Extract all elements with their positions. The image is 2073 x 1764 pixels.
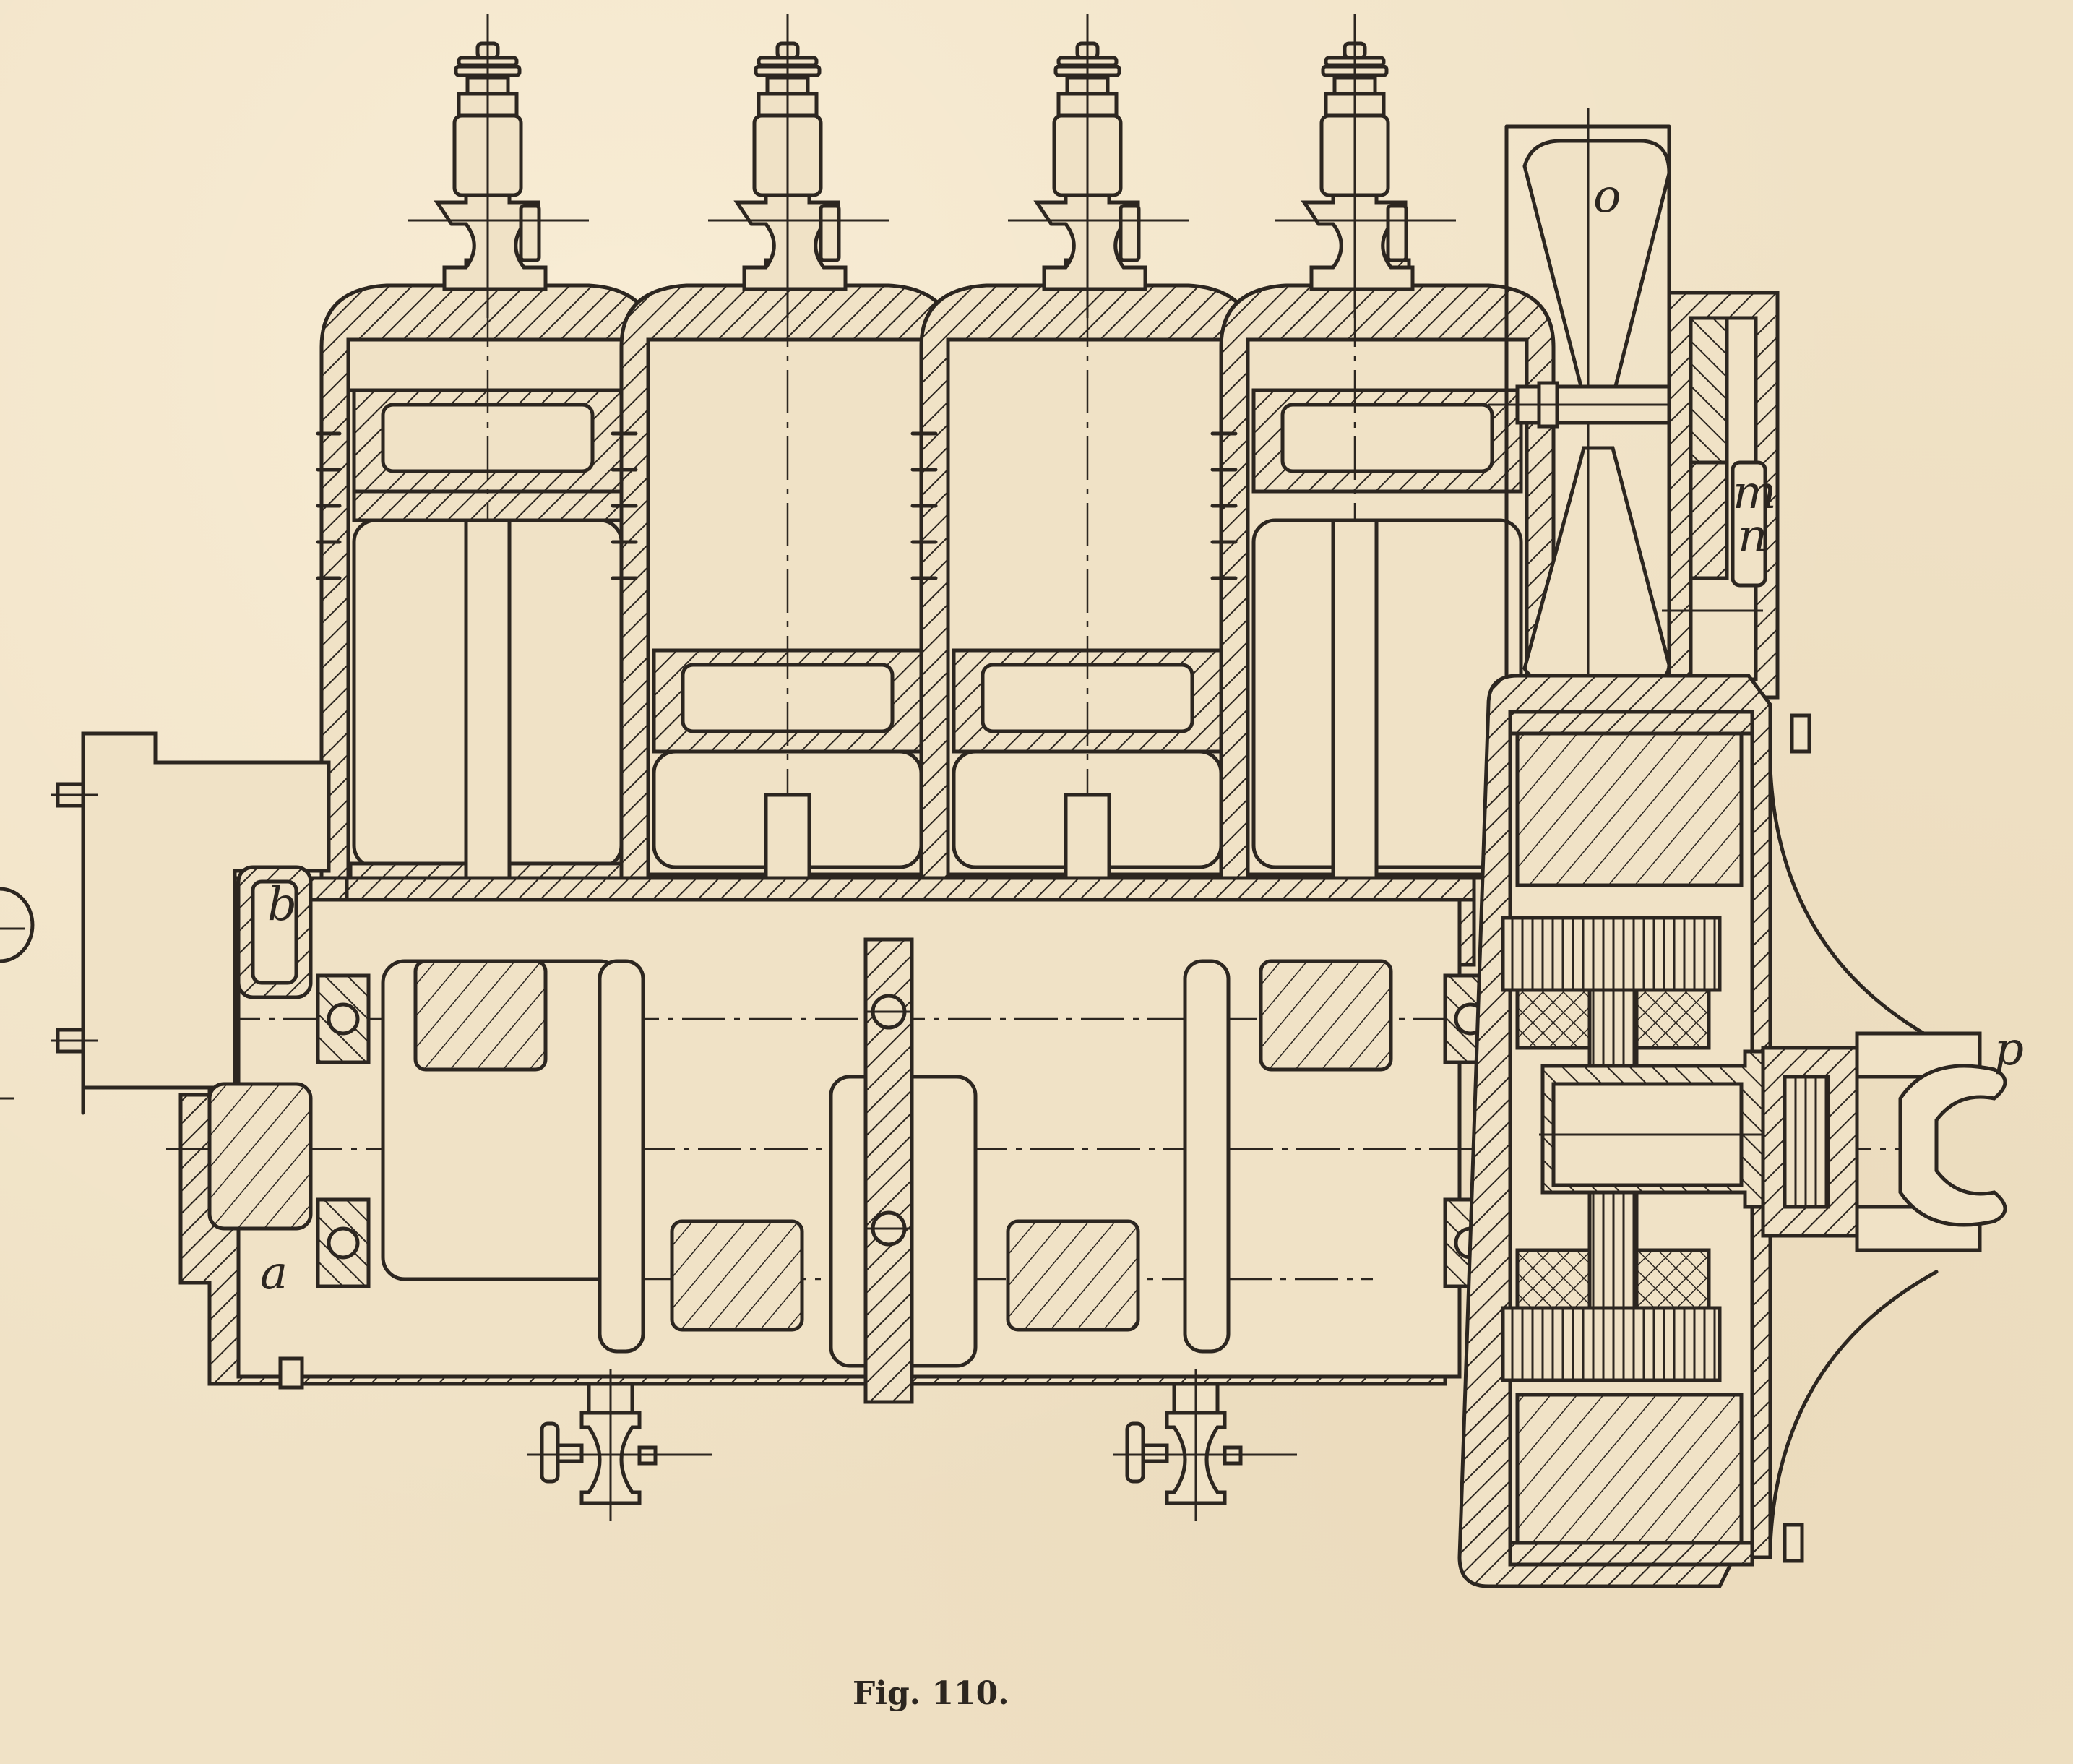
crankcase bbox=[166, 876, 1944, 1521]
label-a: a bbox=[260, 1247, 288, 1300]
cylinder-1 bbox=[319, 258, 656, 1012]
label-o: o bbox=[1593, 170, 1621, 223]
spark-plug-1 bbox=[408, 14, 589, 318]
cylinder-2 bbox=[619, 258, 956, 1229]
timing-gear-housing bbox=[0, 731, 331, 1231]
spark-plug-4 bbox=[1275, 14, 1456, 318]
bolt-icon bbox=[278, 1356, 304, 1390]
label-m: m bbox=[1733, 466, 1777, 520]
figure-caption: Fig. 110. bbox=[853, 1675, 1009, 1712]
magneto-housing bbox=[1662, 291, 1780, 714]
flywheel-dynamo bbox=[1457, 674, 1939, 1588]
cooling-fins bbox=[316, 431, 1238, 580]
spark-plug-2 bbox=[708, 14, 889, 318]
cylinder-3 bbox=[919, 258, 1256, 1229]
label-p: p bbox=[1994, 1023, 2024, 1076]
cylinder-4 bbox=[1219, 258, 1556, 1012]
shaft-coupling bbox=[1761, 1031, 2007, 1252]
spark-plug-3 bbox=[1008, 14, 1189, 318]
drain-cock-1 bbox=[527, 1369, 712, 1521]
label-b: b bbox=[267, 878, 297, 932]
drain-cock-2 bbox=[1113, 1369, 1297, 1521]
label-n: n bbox=[1738, 509, 1768, 563]
cylinder-block bbox=[316, 14, 1556, 1229]
